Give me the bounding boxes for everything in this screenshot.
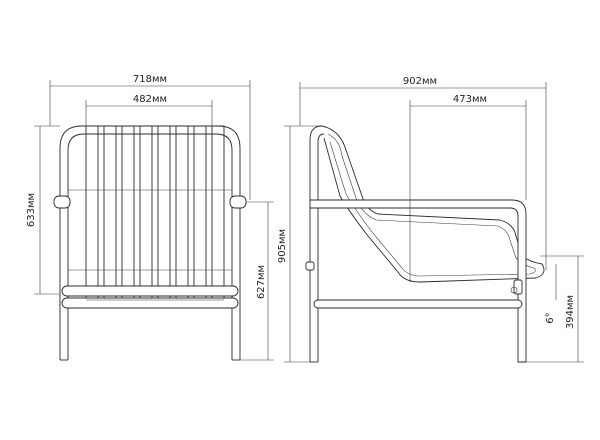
dim-seat-width: 482мм — [133, 94, 167, 105]
front-slats — [85, 125, 225, 301]
side-rear-post-outer — [309, 125, 323, 362]
dim-overall-height: 905мм — [277, 229, 288, 263]
right-armrest-end — [229, 195, 247, 209]
side-rear-post-inner — [317, 133, 325, 362]
side-armrest — [309, 199, 527, 363]
left-armrest-end — [53, 195, 71, 209]
front-seat-rail — [61, 285, 239, 297]
front-lower-rail — [61, 297, 239, 309]
side-lower-rail — [313, 299, 523, 309]
dim-overall-depth: 902мм — [403, 76, 437, 87]
front-frame-outer — [59, 125, 241, 360]
side-sling-outer — [321, 125, 545, 283]
dim-back-height: 633мм — [26, 193, 37, 227]
dim-overall-width: 718мм — [133, 74, 167, 85]
dim-seat-height: 394мм — [565, 295, 576, 329]
side-view: 902мм 473мм 905мм 394мм 6° — [277, 76, 584, 363]
dim-armrest-height: 627мм — [256, 265, 267, 299]
dim-seat-angle: 6° — [545, 312, 556, 323]
front-frame-inner — [67, 133, 233, 360]
front-view: 718мм 482мм 633мм 627мм — [26, 74, 274, 361]
dim-seat-depth: 473мм — [453, 94, 487, 105]
